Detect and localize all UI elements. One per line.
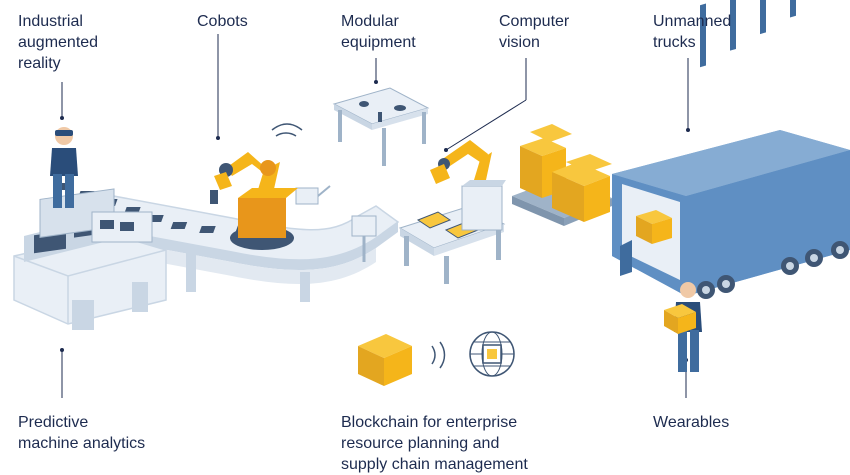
globe-network-icon	[469, 331, 515, 377]
modular-equipment-table	[332, 87, 430, 166]
label-predictive-machine-analytics: Predictive machine analytics	[18, 414, 146, 452]
ar-worker-figure	[50, 127, 78, 208]
signal-waves-icon	[431, 341, 446, 369]
analytics-machine	[13, 188, 167, 330]
blockchain-box-icon	[358, 334, 412, 386]
label-computer-vision: Computer vision	[499, 13, 570, 51]
label-blockchain: Blockchain for enterprise resource plann…	[341, 414, 528, 473]
cobot-robot-arm	[210, 123, 303, 250]
label-industrial-augmented-reality: Industrial augmented reality	[18, 13, 99, 72]
pallet-boxes	[512, 124, 612, 226]
label-wearables: Wearables	[653, 414, 730, 431]
unmanned-truck	[612, 0, 850, 299]
label-cobots: Cobots	[197, 13, 248, 30]
label-unmanned-trucks: Unmanned trucks	[653, 13, 732, 51]
label-modular-equipment: Modular equipment	[341, 13, 416, 51]
wearables-worker-figure	[664, 282, 702, 372]
computer-vision-station	[398, 140, 506, 284]
leader-lines	[60, 34, 690, 398]
